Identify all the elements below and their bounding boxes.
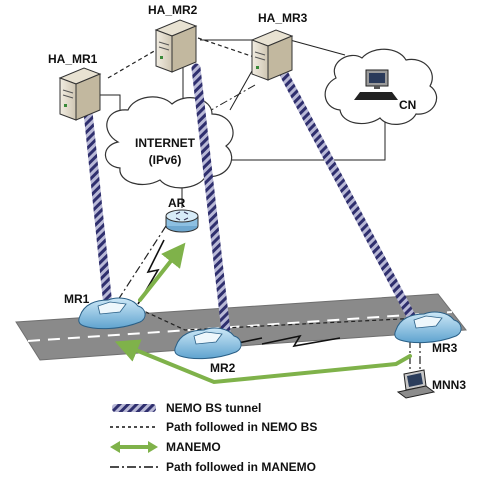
legend-tunnel-swatch (112, 404, 156, 412)
car-mr2 (174, 327, 242, 360)
tunnel-mr3 (279, 69, 417, 323)
ha-mr2-label: HA_MR2 (148, 3, 198, 17)
tunnel-mr1 (83, 107, 113, 311)
internet-label: INTERNET (135, 136, 196, 150)
server-ha-mr1 (58, 67, 102, 121)
server-ha-mr2 (154, 19, 198, 73)
legend-manemo-swatch (110, 441, 158, 453)
mnn3-label: MNN3 (432, 378, 466, 392)
cn-label: CN (399, 98, 416, 112)
car-mr1 (78, 297, 146, 330)
legend-manemo-path-label: Path followed in MANEMO (166, 460, 316, 474)
ar-label: AR (168, 196, 186, 210)
legend-tunnel-label: NEMO BS tunnel (166, 401, 261, 415)
router-ar (165, 209, 199, 233)
internet-cloud: INTERNET (IPv6) (104, 96, 234, 189)
manemo-arrows (114, 242, 412, 385)
mr2-label: MR2 (210, 361, 236, 375)
car-mr3 (394, 311, 462, 344)
cn-cloud: CN (324, 48, 438, 125)
manemo-arrow-mr3-mr1 (114, 339, 412, 385)
legend: NEMO BS tunnel Path followed in NEMO BS … (110, 401, 317, 474)
mr1-label: MR1 (64, 292, 90, 306)
ipv6-label: (IPv6) (149, 153, 182, 167)
laptop-icon (396, 369, 436, 399)
tunnel-mr2 (191, 63, 231, 337)
nemo-bs-tunnels (83, 63, 417, 337)
ha-mr3-label: HA_MR3 (258, 11, 308, 25)
computer-icon (354, 69, 398, 100)
legend-manemo-label: MANEMO (166, 440, 221, 454)
ha-mr1-label: HA_MR1 (48, 52, 98, 66)
mr3-label: MR3 (432, 341, 458, 355)
server-ha-mr3 (250, 29, 294, 81)
manemo-arrow-mr1-ar (138, 242, 186, 302)
legend-nemo-path-label: Path followed in NEMO BS (166, 420, 317, 434)
